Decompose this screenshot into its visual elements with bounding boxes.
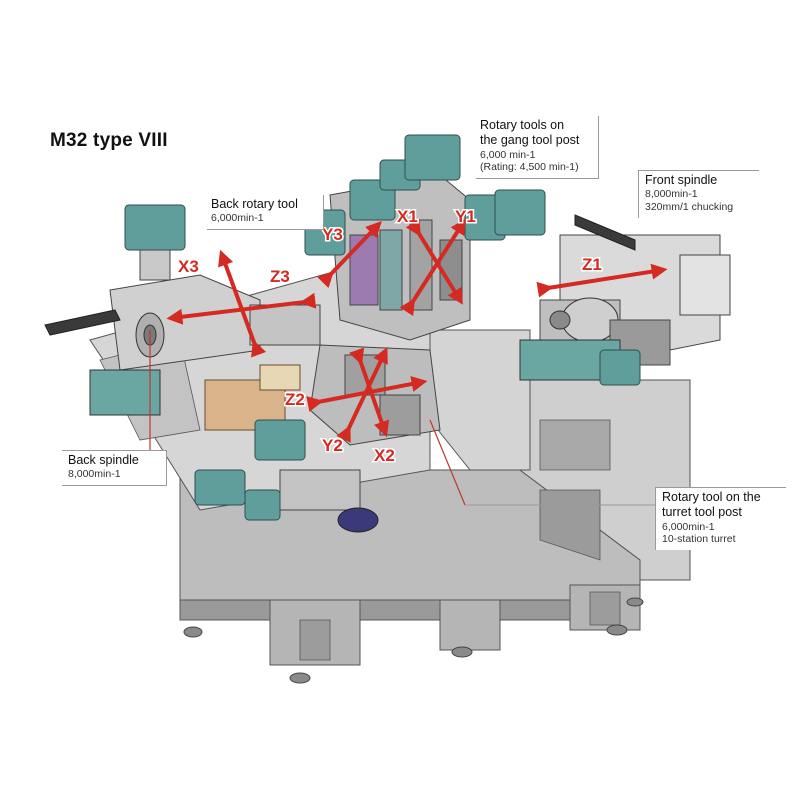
axis-label-y3: Y3	[322, 225, 343, 244]
axis-label-z2: Z2	[285, 390, 305, 409]
callout-rotary-gang-sub-1: 6,000 min-1	[480, 148, 536, 161]
axis-label-y2: Y2	[322, 436, 343, 455]
arrow-y3	[317, 220, 382, 289]
arrow-y1	[405, 218, 463, 305]
machine-column	[429, 329, 691, 581]
callout-front-spindle-sub-1: 8,000min-1	[645, 188, 698, 201]
arrow-z1	[536, 263, 668, 298]
callout-back-spindle: Back spindle 8,000min-1	[62, 450, 167, 487]
callout-rotary-turret-tool: Rotary tool on the turret tool post 6,00…	[655, 487, 786, 551]
leader-lines	[149, 330, 655, 506]
callout-rotary-turret-head-1: Rotary tool on the	[662, 490, 761, 504]
callout-back-rotary-tool-sub: 6,000min-1	[211, 212, 264, 225]
callout-rotary-gang-head-2: the gang tool post	[480, 133, 580, 148]
axis-label-y1: Y1	[455, 207, 476, 226]
callout-rotary-gang-head-1: Rotary tools on	[480, 118, 565, 132]
axis-label-z1: Z1	[582, 255, 602, 274]
callout-front-spindle: Front spindle 8,000min-1 320mm/1 chuckin…	[638, 170, 759, 218]
callout-rotary-gang-sub-2: (Rating: 4,500 min-1)	[480, 161, 579, 174]
callout-rotary-turret-head-2: turret tool post	[662, 505, 742, 520]
axis-labels: X3 Z3 Y3 X1 Y1 Z1 Z2 Y2 X2	[177, 206, 604, 467]
arrow-z3	[166, 292, 317, 325]
callout-back-spindle-sub: 8,000min-1	[68, 468, 121, 481]
callout-rotary-turret-sub-2: 10-station turret	[662, 533, 736, 546]
axis-label-x1: X1	[397, 207, 418, 226]
callout-back-rotary-tool-head: Back rotary tool	[211, 197, 298, 211]
page-title: M32 type VIII	[50, 130, 168, 151]
callout-back-spindle-head: Back spindle	[68, 453, 139, 467]
callout-back-rotary-tool: Back rotary tool 6,000min-1	[207, 195, 324, 231]
axis-label-z3: Z3	[270, 267, 290, 286]
callout-front-spindle-sub-2: 320mm/1 chucking	[645, 201, 734, 214]
axis-label-x2: X2	[374, 446, 395, 465]
callout-rotary-turret-sub-1: 6,000min-1	[662, 520, 715, 533]
axis-arrows	[166, 218, 668, 443]
callout-rotary-gang-tools: Rotary tools on the gang tool post 6,000…	[476, 116, 599, 180]
callout-front-spindle-head: Front spindle	[645, 173, 718, 187]
axis-label-x3: X3	[178, 257, 199, 276]
arrow-x2	[349, 347, 390, 438]
